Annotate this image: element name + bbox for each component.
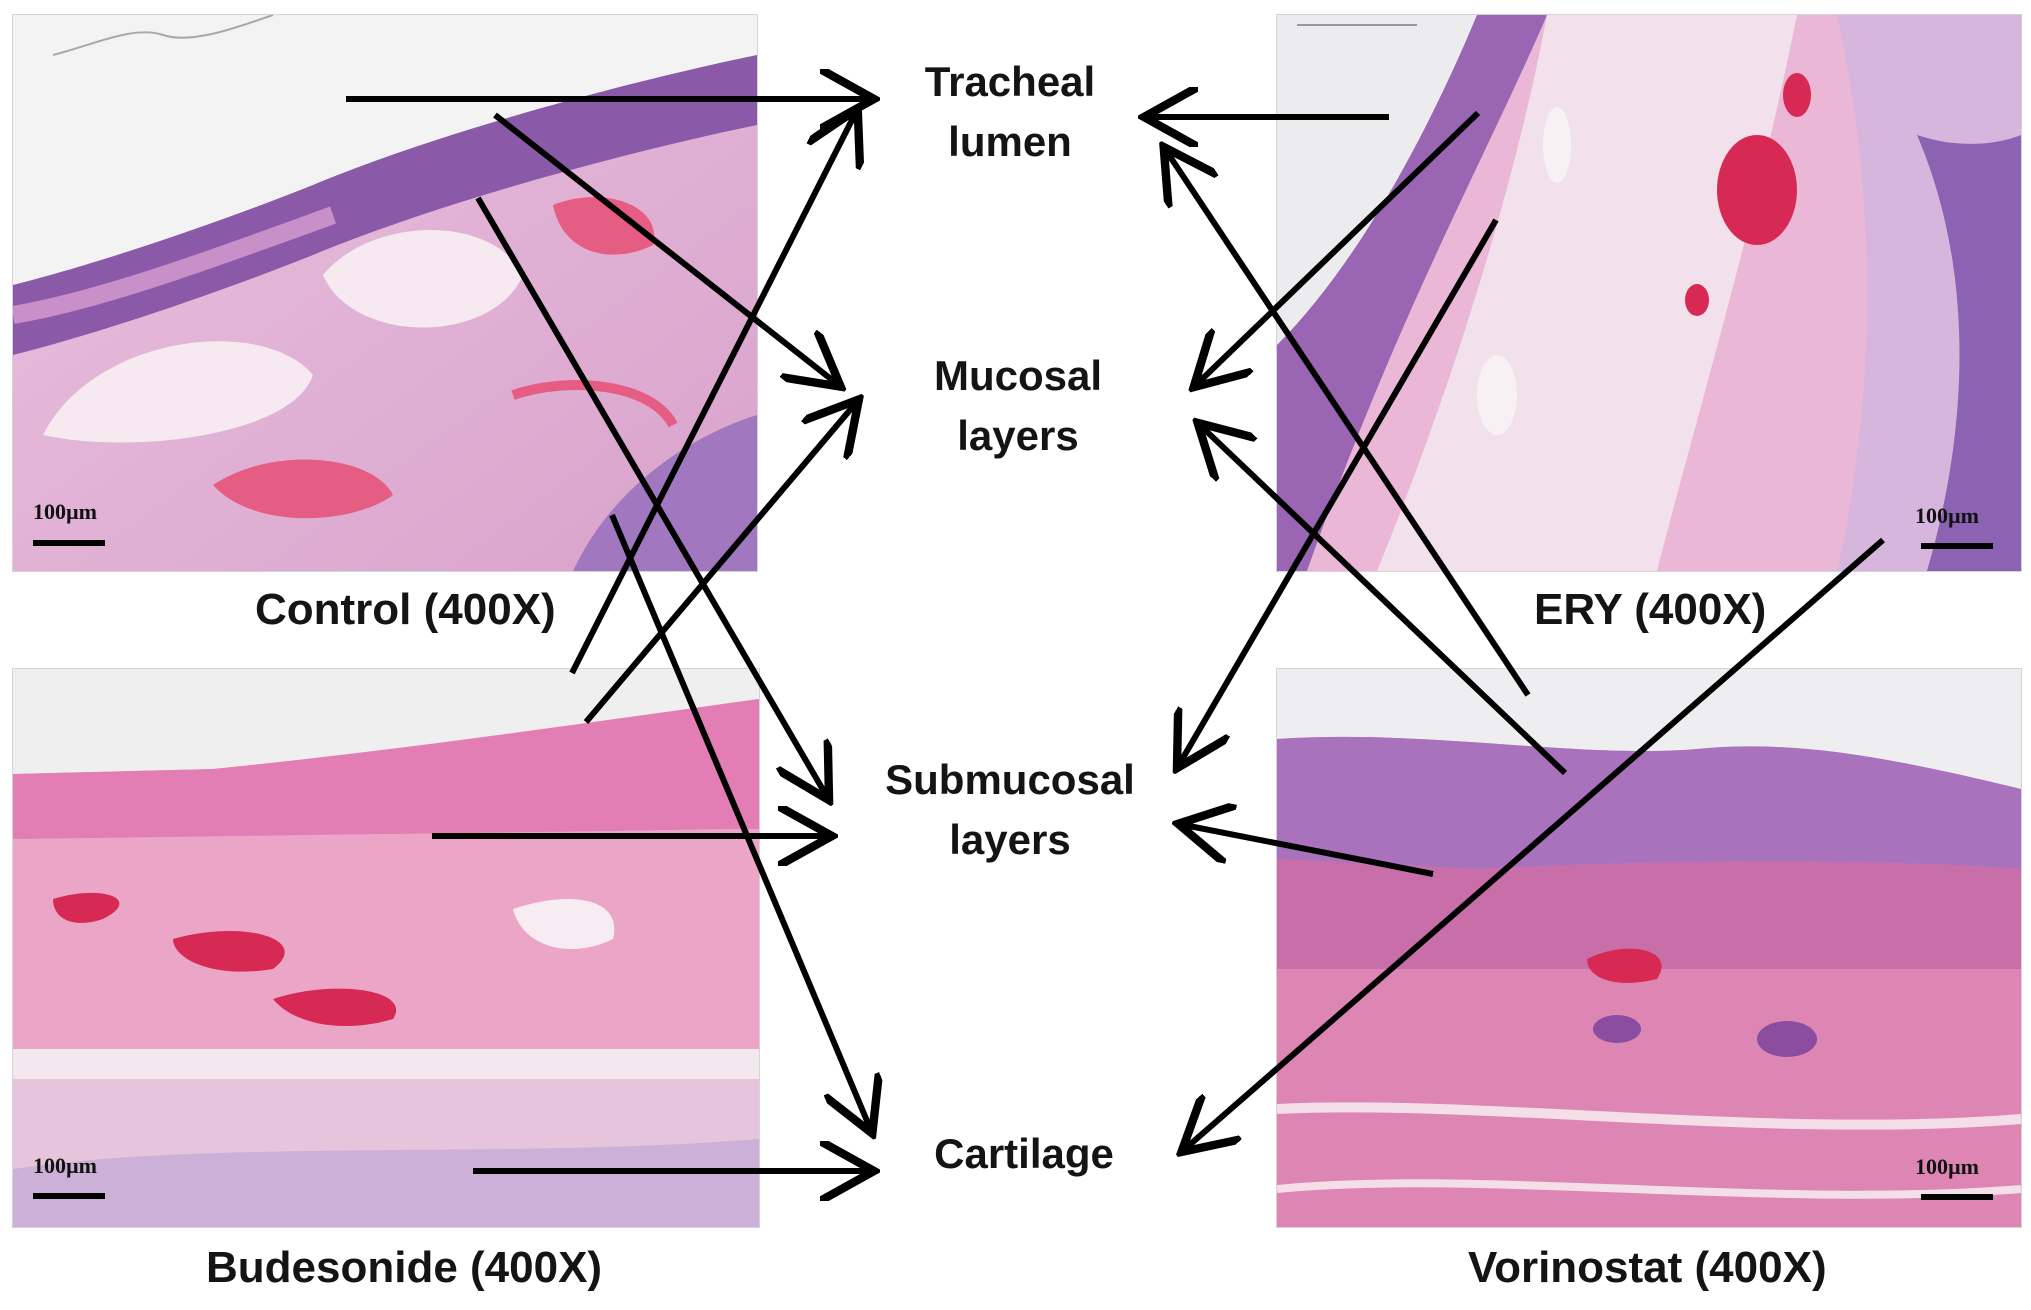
scale-bar	[1921, 543, 1993, 549]
arrow-budesonide-to-lumen	[569, 114, 855, 675]
scale-bar	[33, 540, 105, 546]
scale-label: 100µm	[1915, 1154, 1980, 1179]
label-line: Tracheal	[924, 58, 1096, 105]
scale-label: 100µm	[33, 1153, 98, 1178]
scale-label: 100µm	[33, 499, 98, 524]
arrow-budesonide-to-mucosal	[583, 404, 855, 724]
label-line: layers	[957, 412, 1079, 459]
label-line: Mucosal	[933, 352, 1103, 399]
vorinostat-caption: Vorinostat (400X)	[1468, 1243, 1827, 1292]
mucosal-layers-label: Mucosal layers	[858, 346, 1178, 466]
scale-label: 100µm	[1915, 503, 1980, 528]
tracheal-lumen-label: Tracheal lumen	[850, 52, 1170, 172]
arrow-vorinostat-to-submucosal	[1184, 825, 1434, 877]
scale-bar	[33, 1193, 105, 1199]
cartilage-label: Cartilage	[934, 1130, 1114, 1177]
control-micrograph: 100µm	[12, 14, 758, 572]
label-line: Submucosal	[885, 756, 1135, 803]
budesonide-caption: Budesonide (400X)	[206, 1243, 603, 1292]
submucosal-layers-label: Submucosal layers	[850, 750, 1170, 870]
label-line: layers	[949, 816, 1071, 863]
arrow-vorinostat-to-mucosal	[1202, 427, 1568, 776]
label-line: lumen	[948, 118, 1072, 165]
arrow-vorinostat-to-lumen	[1167, 152, 1531, 697]
arrow-control-to-submucosal	[475, 196, 826, 795]
scale-bar	[1921, 1194, 1993, 1200]
vorinostat-micrograph: 100µm	[1276, 668, 2022, 1228]
arrow-control-to-cartilage	[609, 513, 870, 1128]
budesonide-micrograph: 100µm	[12, 668, 760, 1228]
ery-micrograph: 100µm	[1276, 14, 2022, 572]
arrow-ery-to-cartilage	[1186, 537, 1885, 1148]
arrow-ery-to-submucosal	[1180, 218, 1499, 763]
arrow-control-to-mucosal	[493, 112, 836, 383]
control-caption: Control (400X)	[255, 585, 556, 634]
ery-caption: ERY (400X)	[1534, 585, 1767, 634]
arrow-ery-to-mucosal	[1198, 110, 1481, 383]
